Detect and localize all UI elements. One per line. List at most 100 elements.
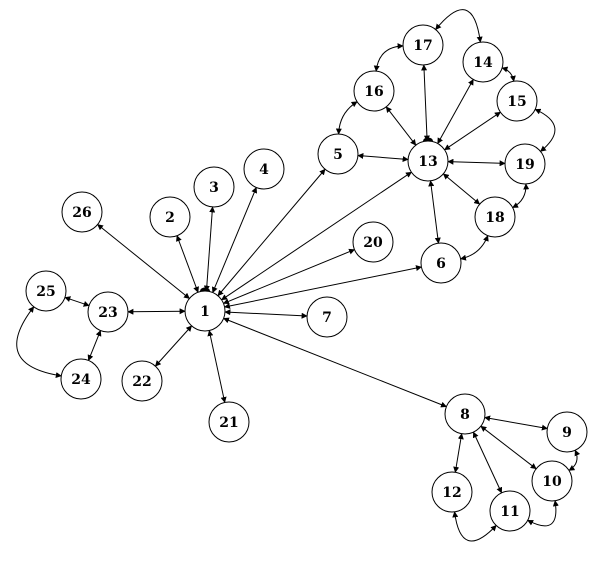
edge-13-16 xyxy=(385,106,417,146)
edge-13-15 xyxy=(444,111,501,151)
node-3: 3 xyxy=(193,166,235,208)
node-circle xyxy=(306,296,348,338)
node-label: 2 xyxy=(165,210,175,226)
node-label: 15 xyxy=(507,94,526,110)
node-9: 9 xyxy=(546,411,588,453)
node-label: 13 xyxy=(418,154,437,170)
edge-23-25 xyxy=(64,296,90,307)
edge-13-14 xyxy=(437,78,474,145)
node-circle xyxy=(504,143,546,185)
edge-8-10 xyxy=(480,425,537,470)
node-circle xyxy=(489,490,531,532)
edge-1-21 xyxy=(207,329,227,404)
node-circle xyxy=(352,221,394,263)
node-7: 7 xyxy=(306,296,348,338)
edge-1-22 xyxy=(154,325,193,367)
node-label: 24 xyxy=(71,372,91,388)
node-circle xyxy=(25,270,67,312)
node-6: 6 xyxy=(420,242,462,284)
edge-13-5 xyxy=(357,152,409,163)
node-4: 4 xyxy=(243,148,285,190)
node-circle xyxy=(60,358,102,400)
node-10: 10 xyxy=(531,460,573,502)
node-label: 6 xyxy=(436,256,446,272)
edge-19-18 xyxy=(512,183,530,208)
node-label: 25 xyxy=(36,284,55,300)
node-label: 1 xyxy=(200,304,210,320)
node-circle xyxy=(402,24,444,66)
node-21: 21 xyxy=(208,401,250,443)
node-label: 23 xyxy=(98,305,117,321)
node-label: 7 xyxy=(322,310,332,326)
edge-18-6 xyxy=(459,235,489,261)
node-circle xyxy=(121,360,163,402)
node-1: 1 xyxy=(184,290,226,332)
node-23: 23 xyxy=(87,291,129,333)
edge-23-24 xyxy=(87,329,102,362)
edge-1-8 xyxy=(223,317,447,408)
node-circle xyxy=(353,70,395,112)
node-2: 2 xyxy=(149,196,191,238)
node-circle xyxy=(431,471,473,513)
edge-11-12 xyxy=(452,511,497,542)
edge-25-24 xyxy=(16,306,62,379)
edge-1-2 xyxy=(176,235,199,293)
node-5: 5 xyxy=(317,133,359,175)
edge-8-9 xyxy=(484,415,548,431)
edge-15-19 xyxy=(534,108,556,152)
edges-layer xyxy=(16,9,581,542)
node-15: 15 xyxy=(496,80,538,122)
node-circle xyxy=(531,460,573,502)
edge-10-11 xyxy=(527,500,559,527)
edge-16-5 xyxy=(335,101,358,135)
edge-13-6 xyxy=(428,180,441,244)
edge-8-12 xyxy=(453,433,464,473)
edge-13-18 xyxy=(442,173,481,205)
node-11: 11 xyxy=(489,490,531,532)
node-label: 4 xyxy=(259,162,269,178)
node-label: 21 xyxy=(219,415,238,431)
node-19: 19 xyxy=(504,143,546,185)
node-16: 16 xyxy=(353,70,395,112)
node-circle xyxy=(184,290,226,332)
edge-1-3 xyxy=(203,206,216,292)
node-14: 14 xyxy=(462,41,504,83)
node-22: 22 xyxy=(121,360,163,402)
edge-14-15 xyxy=(501,66,516,82)
edge-13-19 xyxy=(447,158,506,167)
hub-markers-layer xyxy=(200,137,433,295)
node-label: 17 xyxy=(413,38,432,54)
edge-1-26 xyxy=(97,224,190,299)
node-circle xyxy=(243,148,285,190)
edge-8-11 xyxy=(472,431,503,494)
node-label: 9 xyxy=(562,425,572,441)
node-label: 26 xyxy=(72,205,91,221)
node-label: 22 xyxy=(132,374,151,390)
node-circle xyxy=(462,41,504,83)
node-label: 5 xyxy=(333,147,343,163)
node-label: 10 xyxy=(542,474,562,490)
node-circle xyxy=(496,80,538,122)
edge-17-14 xyxy=(435,9,483,43)
node-circle xyxy=(149,196,191,238)
nodes-layer: 1234567891011121314151617181920212223242… xyxy=(25,24,588,532)
node-label: 20 xyxy=(363,235,383,251)
edge-16-17 xyxy=(373,43,404,72)
node-label: 16 xyxy=(364,84,383,100)
node-label: 12 xyxy=(442,485,461,501)
node-circle xyxy=(474,196,516,238)
node-label: 8 xyxy=(460,407,470,423)
node-circle xyxy=(208,401,250,443)
node-label: 11 xyxy=(500,504,519,520)
edge-1-7 xyxy=(224,309,308,319)
node-17: 17 xyxy=(402,24,444,66)
node-circle xyxy=(407,140,449,182)
edge-9-10 xyxy=(568,449,581,471)
node-circle xyxy=(317,133,359,175)
node-26: 26 xyxy=(61,191,103,233)
node-circle xyxy=(87,291,129,333)
edge-1-23 xyxy=(127,308,186,315)
node-label: 3 xyxy=(209,180,219,196)
